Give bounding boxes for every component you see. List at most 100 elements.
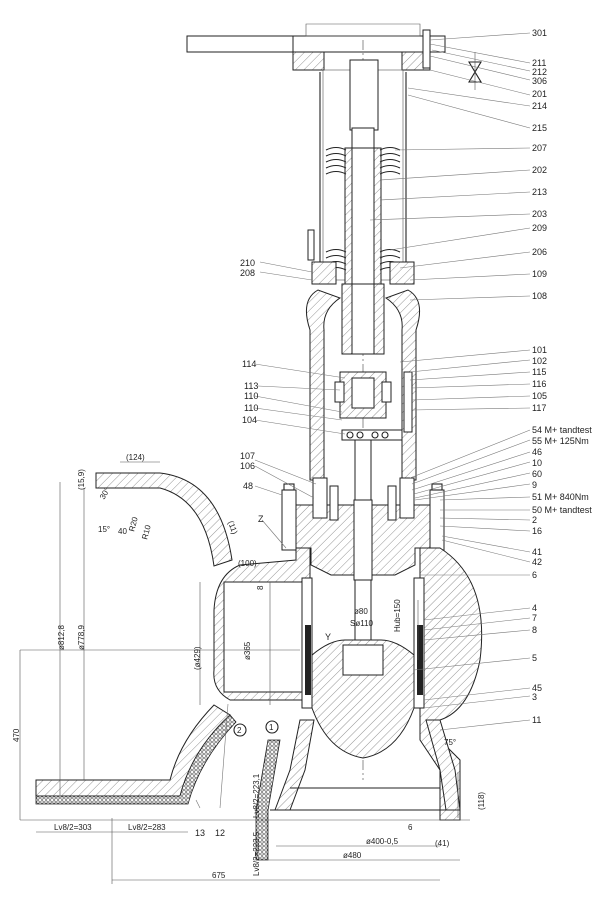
piston-rod-upper [349,59,379,131]
yoke [305,283,421,641]
clamp-bolt [422,29,431,69]
top-plate [292,35,431,53]
inlet-elbow [35,472,281,861]
dim-41: (41) [435,839,450,848]
part-label: 215 [532,123,547,133]
dim-118: (118) [477,792,486,810]
plug-nut [342,644,384,676]
part-labels-right: 301 211 212 306 201 214 215 207 202 213 … [532,28,592,725]
part-label: 48 [243,481,253,491]
part-label: 207 [532,143,547,153]
valve-body [213,547,483,821]
dim-r10: R10 [140,523,153,540]
part-label: 206 [532,247,547,257]
part-label: 213 [532,187,547,197]
part-label: 54 M+ tandtest [532,425,592,435]
part-label: 201 [532,89,547,99]
dim-lv8-283: Lv8/2=283 [128,823,166,832]
dim-400: ø400-0,5 [366,837,399,846]
part-label: 60 [532,469,542,479]
dim-778-9: ø778,9 [77,625,86,650]
elbow-insulation [35,714,237,805]
part-label: 301 [532,28,547,38]
part-label: 50 M+ tandtest [532,505,592,515]
part-label: 116 [532,379,546,389]
part-label: 212 [532,67,547,77]
part-label: 51 M+ 840Nm [532,492,589,502]
part-label: 107 [240,451,255,461]
side-handle [307,229,315,261]
dim-r20: R20 [127,515,140,532]
part-label: 117 [532,403,546,413]
dim-lv8-303: Lv8/2=303 [54,823,92,832]
dim-80: ø80 [354,607,368,616]
leader-lines [195,32,531,809]
yoke-flange-hatch [292,51,325,71]
top-plate-cover [305,23,421,37]
seal-spring-left [305,625,311,695]
dim-15deg: 15° [98,525,110,534]
weld-marker-1 [265,720,279,734]
part-label: 11 [532,715,541,725]
dim-8: 8 [256,585,265,590]
part-label: 9 [532,480,537,490]
dim-15-9: (15,9) [77,469,86,490]
part-label: 208 [240,268,255,278]
weld-marker-2-text: 2 [237,726,242,735]
part-label: 110 [244,391,258,401]
dimension-lines [19,461,470,884]
weld-marker-1-text: 1 [269,723,274,732]
part-label: 109 [532,269,547,279]
part-label: 2 [532,515,537,525]
coupling-bolt-right [381,381,392,403]
part-label: 7 [532,613,537,623]
part-label: 115 [532,367,546,377]
part-label: 13 [195,828,205,838]
dim-480: ø480 [343,851,362,860]
part-label: 4 [532,603,537,613]
dim-6: 6 [408,823,413,832]
dim-s110: Sø110 [350,619,374,628]
part-label: 41 [532,547,542,557]
dim-429: (ø429) [193,646,202,670]
dim-lv8-223-1: Lv8/2=223,1 [252,773,261,818]
part-label: 6 [532,570,537,580]
valve-plug [311,639,415,759]
part-labels-left: 210 208 114 113 110 110 104 107 106 48 Z… [195,258,331,838]
part-label: 46 [532,447,542,457]
part-label: 10 [532,458,542,468]
part-label: 106 [240,461,255,471]
weld-marker-2 [233,723,247,737]
part-label: 5 [532,653,537,663]
part-label: 12 [215,828,225,838]
part-label: 55 M+ 125Nm [532,436,589,446]
disc-spring-stack-upper [325,146,401,175]
part-label: Z [258,514,264,524]
part-label: 104 [242,415,257,425]
disc-spring-stack-lower [325,248,401,271]
part-label: 211 [532,58,546,68]
dim-365: ø365 [243,641,252,660]
dim-675: 675 [212,871,226,880]
position-indicator [403,371,413,433]
dimension-texts: (124) (15,9) 40 R20 R10 30° 15° (11) (10… [12,453,486,880]
dim-470: 470 [12,728,21,742]
valve-symbol-icon [468,61,482,83]
dim-11: (11) [226,520,239,536]
part-label: 105 [532,391,547,401]
part-label: 110 [244,403,258,413]
part-label: 102 [532,356,547,366]
part-label: 209 [532,223,547,233]
dim-75deg: 75° [444,738,456,747]
part-label: 45 [532,683,542,693]
dim-124: (124) [126,453,145,462]
bonnet [281,477,445,581]
part-label: 16 [532,526,542,536]
part-label: 108 [532,291,547,301]
part-label: 8 [532,625,537,635]
coupling-bolt-left [334,381,345,403]
part-label: 101 [532,345,547,355]
part-label: 203 [532,209,547,219]
dim-40: 40 [118,527,127,536]
